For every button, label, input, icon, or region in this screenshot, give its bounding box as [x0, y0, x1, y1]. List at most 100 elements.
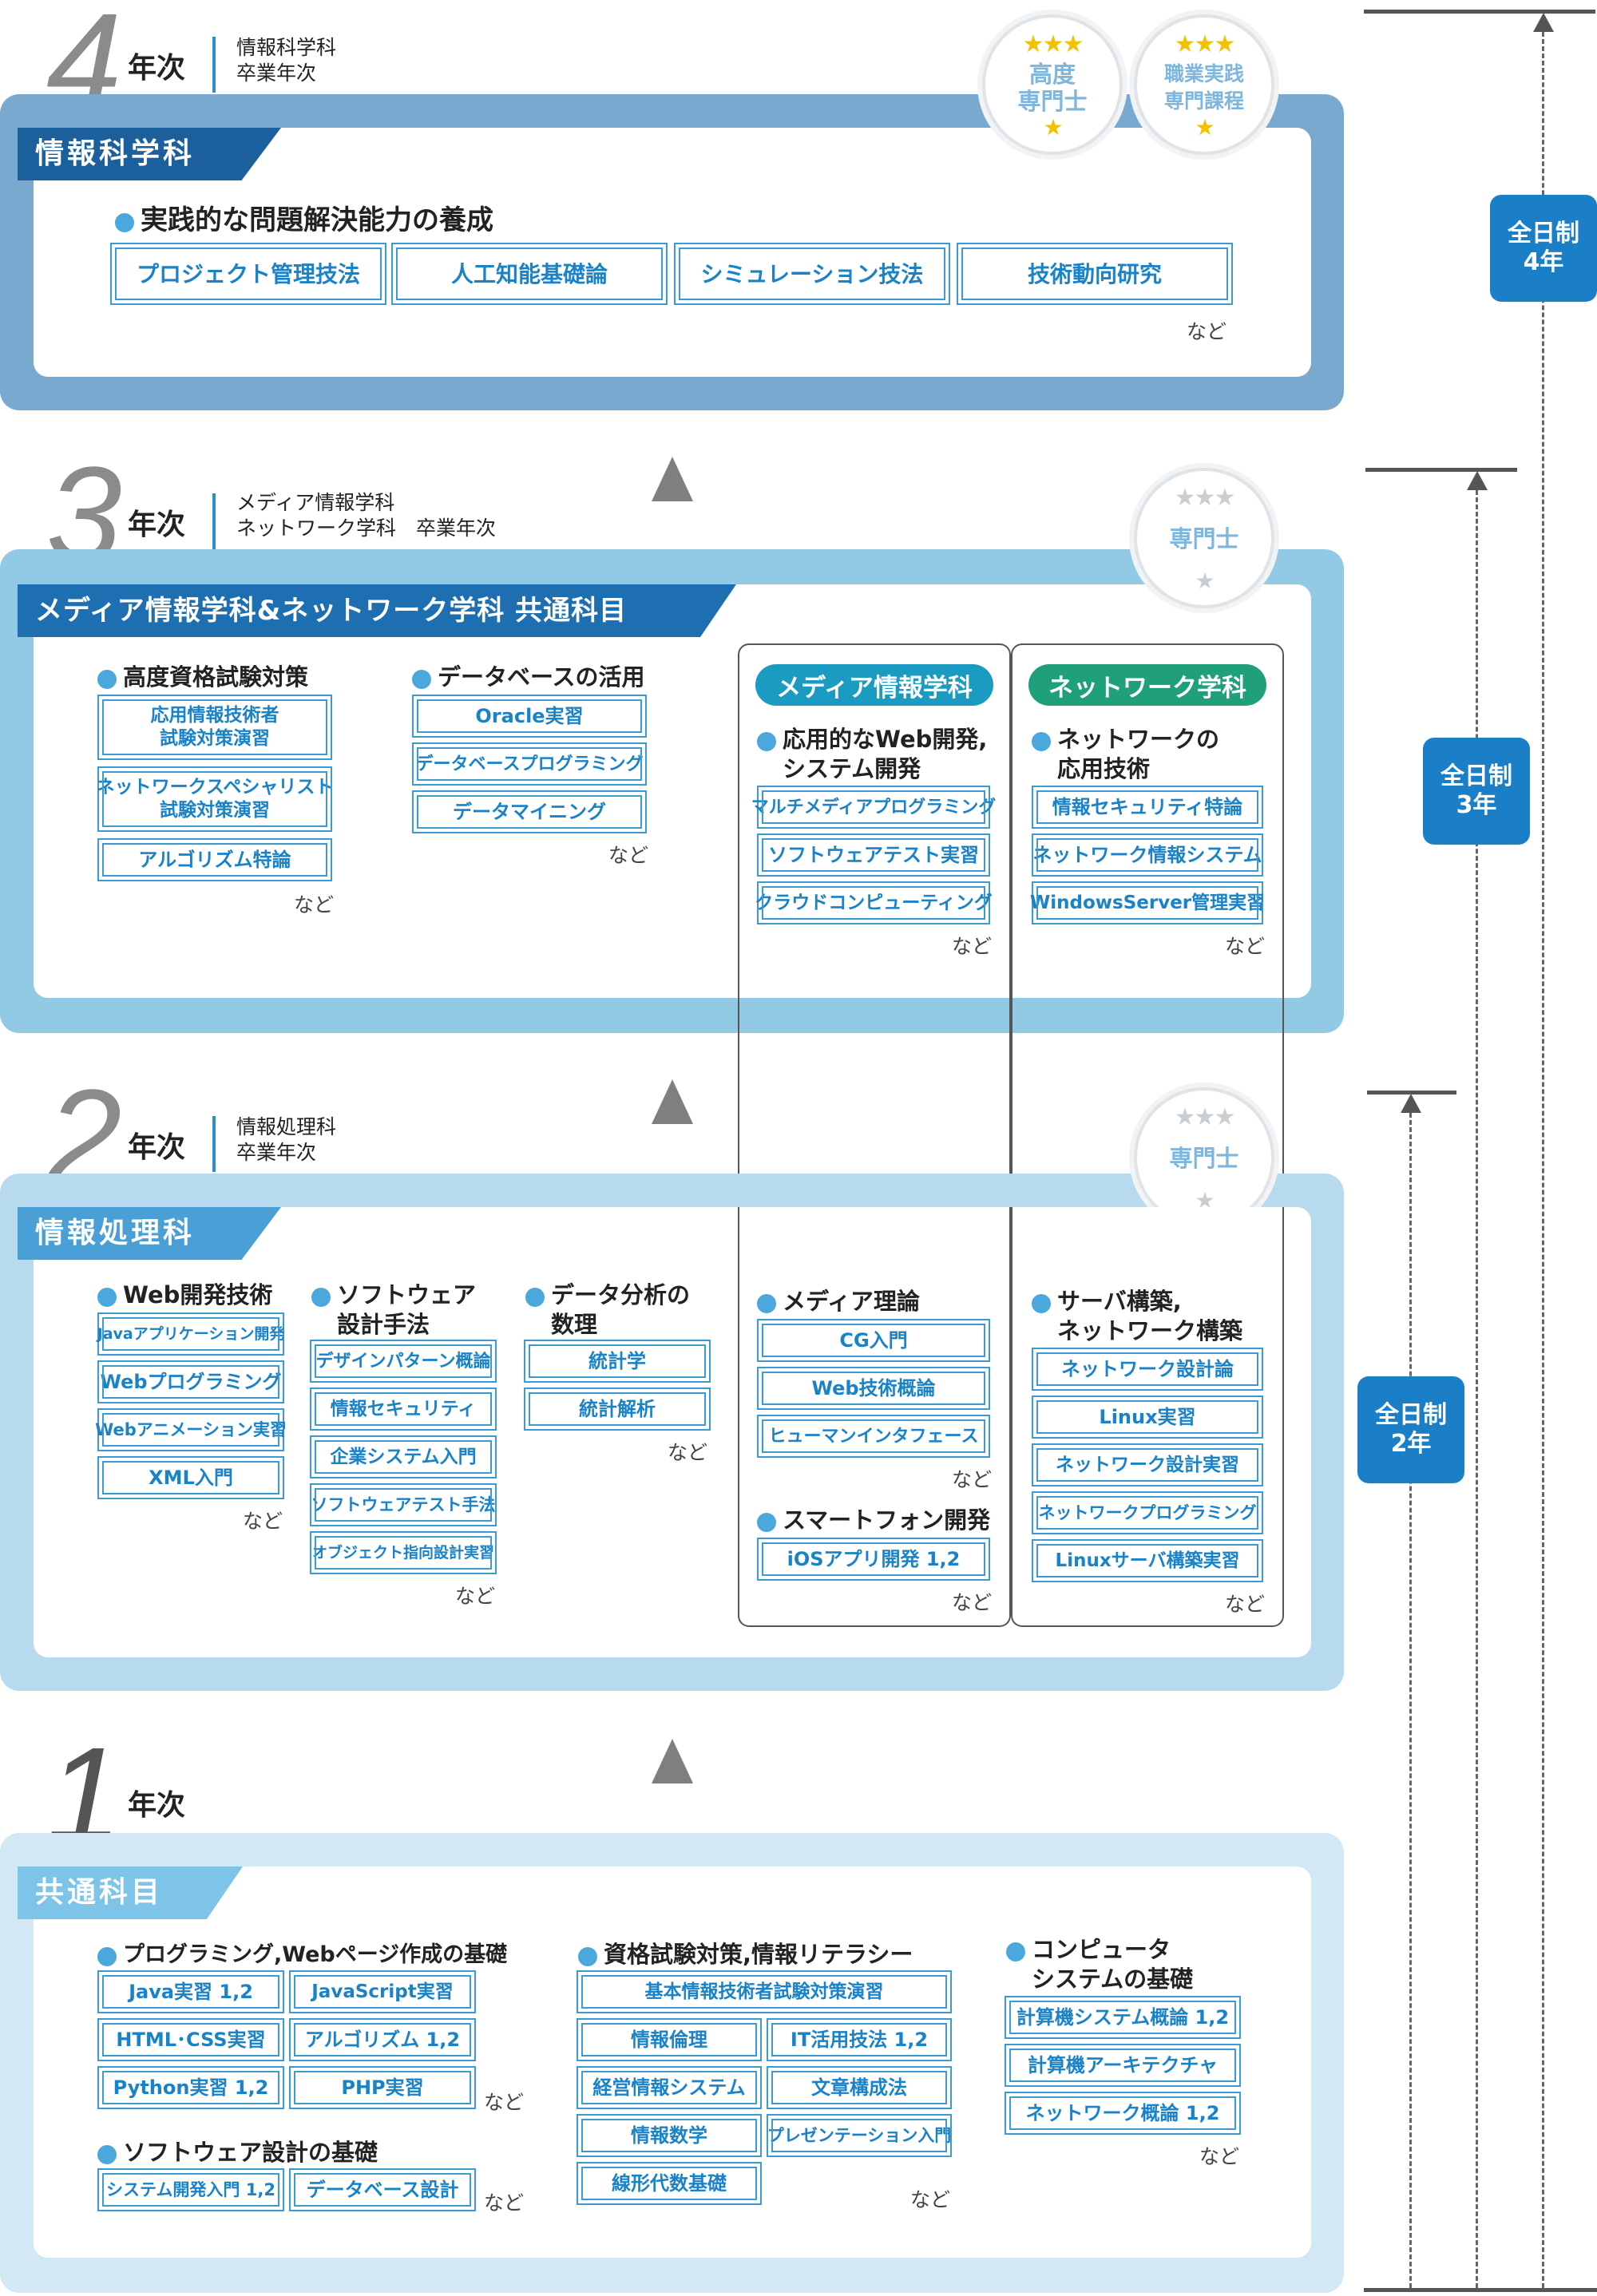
group-title: ソフトウェア 設計手法 — [311, 1281, 477, 1338]
pill-network: ネットワーク学科 — [1028, 664, 1266, 706]
arrow-up-icon — [652, 457, 693, 501]
course-box: クラウドコンピューティング — [755, 881, 993, 924]
course-box: 基本情報技術者試験対策演習 — [577, 1970, 952, 2013]
course-box: アルゴリズム 1,2 — [289, 2018, 476, 2061]
band-year1: 共通科目 — [18, 1866, 243, 1919]
course-box: ヒューマンインタフェース — [757, 1415, 990, 1458]
course-box: Linux実習 — [1032, 1395, 1263, 1439]
course-box: 情報数学 — [577, 2114, 762, 2157]
timeline-baseline — [1364, 2288, 1597, 2292]
course-box: 応用情報技術者 試験対策演習 — [97, 695, 332, 760]
etc-label: など — [952, 935, 993, 958]
etc-label: など — [1199, 2145, 1240, 2168]
course-box: 線形代数基礎 — [577, 2162, 762, 2205]
star-icon: ★ — [1195, 568, 1215, 594]
timeline-line-2 — [1409, 1113, 1412, 2288]
course-box: データベースプログラミング — [412, 742, 647, 786]
year-label-2: 年次 — [128, 1131, 186, 1164]
arrow-up-icon — [1533, 13, 1554, 32]
course-box: Python実習 1,2 — [97, 2066, 284, 2109]
etc-label: など — [1187, 320, 1227, 343]
seal-koudo-senmonshi: ★★★ 高度 専門士 ★ — [982, 14, 1123, 155]
group-title: プログラミング,Webページ作成の基礎 — [97, 1940, 507, 1969]
course-box: 企業システム入門 — [310, 1435, 497, 1479]
course-box: プロジェクト管理技法 — [110, 243, 386, 305]
etc-label: など — [910, 2188, 951, 2211]
arrow-up-icon — [652, 1079, 693, 1124]
etc-label: など — [484, 2091, 525, 2114]
star-icon: ★★★ — [1022, 30, 1084, 58]
timeline-top-2 — [1367, 1091, 1456, 1095]
course-box: デザインパターン概論 — [310, 1340, 497, 1383]
year-sub-2: 情報処理科 卒業年次 — [236, 1115, 337, 1164]
course-box: PHP実習 — [289, 2066, 476, 2109]
course-box: Linuxサーバ構築実習 — [1032, 1539, 1263, 1582]
course-box: 情報セキュリティ — [310, 1387, 497, 1431]
star-icon: ★ — [1195, 114, 1215, 141]
etc-label: など — [608, 844, 649, 867]
arrow-up-icon — [652, 1739, 693, 1783]
course-box: 人工知能基礎論 — [391, 243, 668, 305]
course-box: iOSアプリ開発 1,2 — [757, 1538, 990, 1581]
etc-label: など — [484, 2191, 525, 2215]
bullet-year4: 実践的な問題解決能力の養成 — [115, 204, 493, 236]
group-title: ソフトウェア設計の基礎 — [97, 2139, 378, 2166]
course-box: シミュレーション技法 — [674, 243, 950, 305]
course-box: 計算機アーキテクチャ — [1005, 2044, 1241, 2087]
group-title: スマートフォン開発 — [756, 1506, 991, 1534]
etc-label: など — [952, 1468, 993, 1491]
course-box: ネットワーク設計実習 — [1032, 1443, 1263, 1486]
timeline-line-3 — [1476, 490, 1478, 2288]
etc-label: など — [294, 893, 335, 916]
course-box: 技術動向研究 — [957, 243, 1233, 305]
year-label-1: 年次 — [128, 1789, 186, 1822]
star-icon: ★★★ — [1174, 30, 1236, 58]
group-title: Web開発技術 — [97, 1281, 273, 1308]
badge-3year: 全日制 3年 — [1423, 738, 1530, 845]
course-box: Web技術概論 — [757, 1367, 990, 1410]
etc-label: など — [668, 1441, 708, 1464]
year-separator-2 — [212, 1116, 216, 1172]
year-separator-4 — [212, 37, 216, 93]
group-title: コンピュータ システムの基礎 — [1005, 1936, 1194, 1993]
star-icon: ★★★ — [1174, 1103, 1236, 1131]
group-title: 応用的なWeb開発, システム開発 — [756, 726, 988, 782]
pill-media: メディア情報学科 — [755, 664, 993, 706]
seal-shokugyo-jissen: ★★★ 職業実践 専門課程 ★ — [1134, 14, 1274, 155]
course-box: 統計解析 — [524, 1387, 711, 1431]
course-box: ネットワーク設計論 — [1032, 1348, 1263, 1391]
star-icon: ★★★ — [1174, 484, 1236, 512]
course-box: WindowsServer管理実習 — [1030, 881, 1265, 924]
course-box: 経営情報システム — [577, 2066, 762, 2109]
course-box: データマイニング — [412, 790, 647, 833]
group-title: ネットワークの 応用技術 — [1031, 726, 1220, 782]
year-sub-4: 情報科学科 卒業年次 — [236, 36, 337, 85]
course-box: XML入門 — [97, 1456, 284, 1499]
year-label-3: 年次 — [128, 509, 186, 541]
group-title: メディア理論 — [757, 1288, 920, 1315]
course-box: ネットワークプログラミング — [1032, 1491, 1263, 1534]
course-box: Java実習 1,2 — [97, 1970, 284, 2013]
year-sub-3: メディア情報学科 ネットワーク学科 卒業年次 — [236, 491, 497, 540]
course-box: CG入門 — [757, 1319, 990, 1362]
course-box: HTML･CSS実習 — [97, 2018, 284, 2061]
group-title: データ分析の 数理 — [525, 1281, 691, 1338]
course-box: JavaScript実習 — [289, 1970, 476, 2013]
course-box: 情報セキュリティ特論 — [1032, 786, 1263, 829]
course-box: Oracle実習 — [412, 695, 647, 738]
course-box: Webアニメーション実習 — [95, 1408, 287, 1451]
course-box: 計算機システム概論 1,2 — [1005, 1996, 1241, 2039]
course-box: ネットワークスペシャリスト 試験対策演習 — [97, 766, 333, 832]
etc-label: など — [243, 1510, 283, 1533]
arrow-up-icon — [1401, 1094, 1421, 1113]
band-year2: 情報処理科 — [18, 1207, 281, 1260]
course-box: Webプログラミング — [97, 1360, 284, 1403]
course-box: Javaアプリケーション開発 — [97, 1312, 284, 1356]
year-separator-3 — [212, 493, 216, 549]
band-year4: 情報科学科 — [18, 128, 281, 180]
group-title: データベースの活用 — [412, 663, 645, 691]
year-label-4: 年次 — [128, 52, 186, 85]
star-icon: ★ — [1043, 114, 1063, 141]
group-title: サーバ構築, ネットワーク構築 — [1031, 1288, 1243, 1344]
group-title: 資格試験対策,情報リテラシー — [577, 1941, 913, 1968]
